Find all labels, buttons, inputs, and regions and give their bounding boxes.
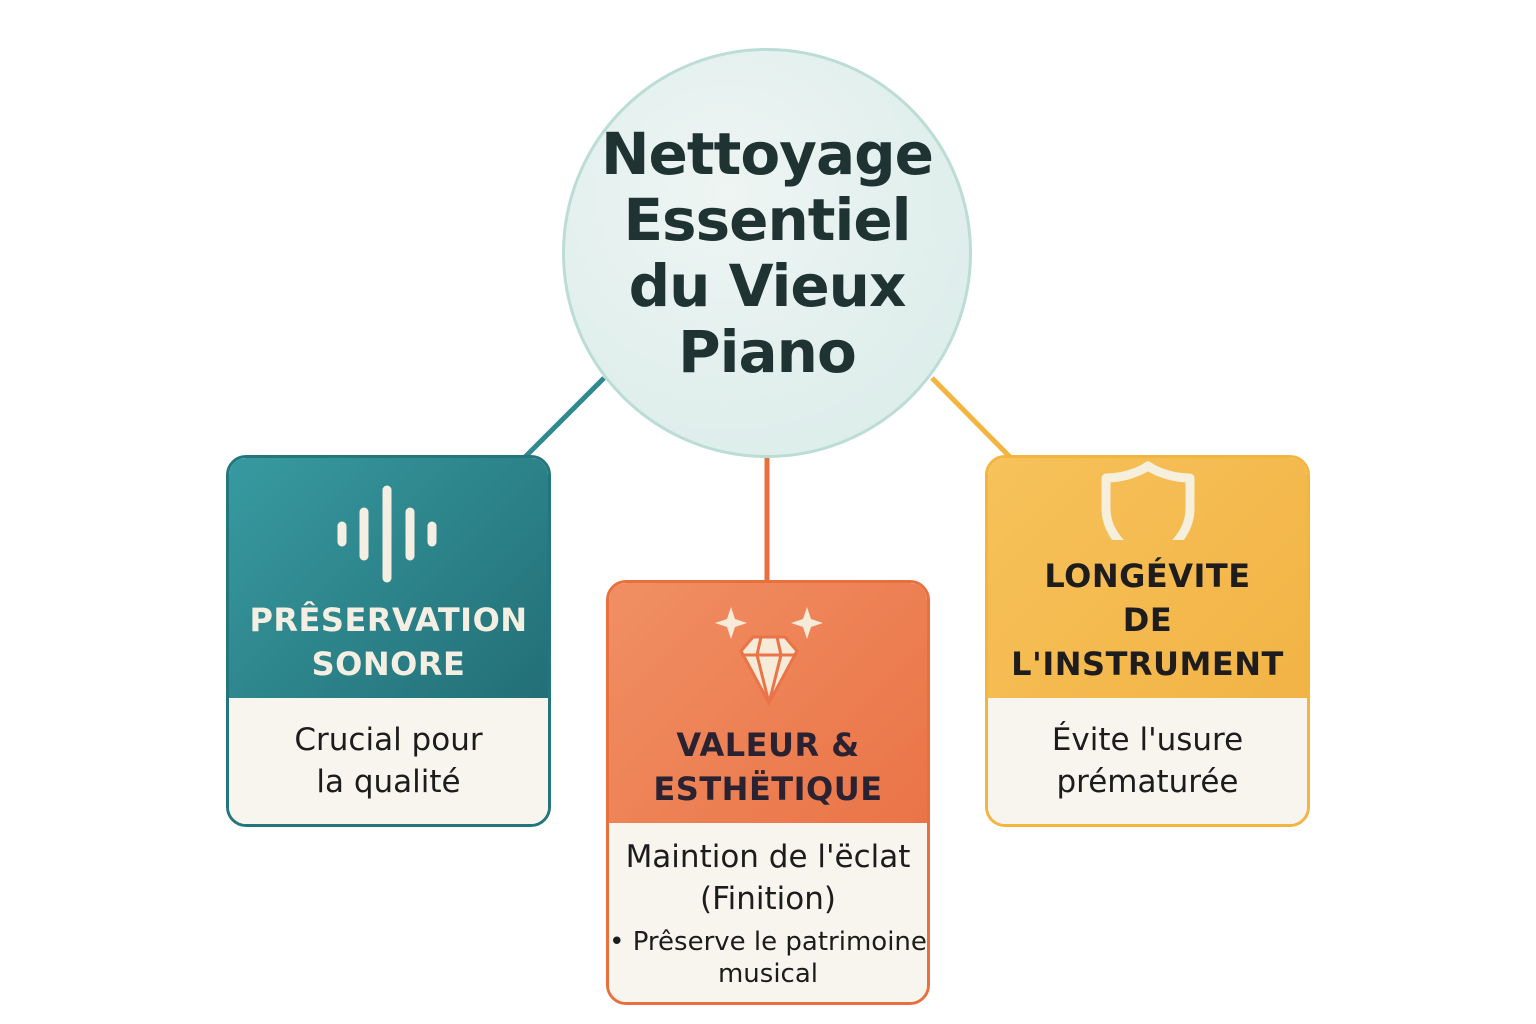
heading-line: ESTHËTIQUE <box>653 770 883 808</box>
connector-teal <box>523 376 606 459</box>
heading-line: LONGÉVITE <box>1044 557 1251 595</box>
heading-line: VALEUR & <box>676 726 860 764</box>
body-line: prématurée <box>1056 764 1239 800</box>
body-line: la qualité <box>316 764 461 800</box>
card-heading: PRÊSERVATION SONORE <box>249 598 527 686</box>
card-body: Maintion de l'ëclat (Finition) • Prêserv… <box>609 823 927 1002</box>
heading-line: PRÊSERVATION <box>249 601 528 639</box>
bullet-item: • Prêserve le patrimoine musical <box>609 927 927 989</box>
connector-amber <box>930 376 1012 459</box>
card-heading: LONGÉVITE DE L'INSTRUMENT <box>988 554 1307 686</box>
body-line: (Finition) <box>699 881 837 917</box>
body-line: Évite l'usure <box>1051 722 1244 758</box>
hub-title: Nettoyage Essentiel du Vieux Piano <box>601 120 934 386</box>
card-body: Crucial pour la qualité <box>229 698 548 824</box>
card-heading: VALEUR & ESTHËTIQUE <box>653 723 882 811</box>
body-line: Maintion de l'ëclat <box>625 839 911 875</box>
body-line: Crucial pour <box>294 722 483 758</box>
card-longevity: LONGÉVITE DE L'INSTRUMENT Évite l'usure … <box>985 455 1310 827</box>
card-value-aesthetics: VALEUR & ESTHËTIQUE Maintion de l'ëclat … <box>606 580 930 1005</box>
sound-wave-icon <box>337 485 436 583</box>
heading-line: SONORE <box>311 645 466 683</box>
central-topic: Nettoyage Essentiel du Vieux Piano <box>562 48 972 458</box>
card-sound-preservation: PRÊSERVATION SONORE Crucial pour la qual… <box>226 455 551 827</box>
card-body: Évite l'usure prématurée <box>988 698 1307 824</box>
shield-icon <box>1101 461 1194 540</box>
heading-line: DE L'INSTRUMENT <box>1011 601 1284 683</box>
diamond-sparkle-icon <box>715 607 823 707</box>
